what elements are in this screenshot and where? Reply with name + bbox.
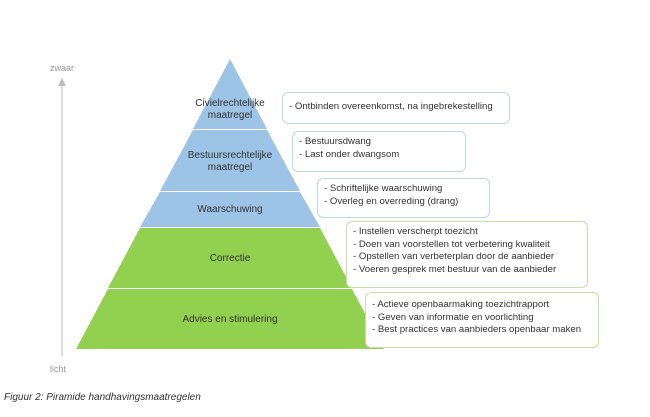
pyramid-level-civiel (193, 59, 267, 129)
pyramid-level-bestuurs (160, 130, 300, 191)
level-label: Civielrechtelijke (195, 98, 265, 109)
measure-item: - Bestuursdwang (299, 136, 371, 147)
axis-bottom-label: licht (50, 364, 67, 374)
measure-item: - Instellen verscherpt toezicht (353, 226, 478, 237)
pyramid-level-correctie (108, 228, 352, 288)
measures-box-civiel: - Ontbinden overeenkomst, na ingebrekest… (282, 92, 510, 124)
measure-item: - Ontbinden overeenkomst, na ingebrekest… (289, 101, 493, 112)
measure-item: - Doen van voorstellen tot verbetering k… (353, 238, 550, 250)
level-label: maatregel (208, 110, 252, 121)
measure-item: - Best practices van aanbieders openbaar… (372, 324, 582, 335)
measure-item: - Schriftelijke waarschuwing (324, 183, 443, 194)
measures-box-waarschuwing: - Schriftelijke waarschuwing - Overleg e… (317, 178, 490, 218)
level-label: Advies en stimulering (182, 314, 277, 325)
measures-box-bestuurs: - Bestuursdwang - Last onder dwangsom (292, 131, 466, 172)
pyramid-level-waarschuwing (140, 192, 320, 227)
level-label: maatregel (208, 162, 252, 173)
pyramid-level-advies (76, 289, 384, 349)
axis-arrowhead-icon (58, 78, 66, 86)
axis-top-label: zwaar (50, 63, 74, 73)
measure-item: - Actieve openbaarmaking toezichtrapport (372, 299, 550, 310)
measures-box-correctie: - Instellen verscherpt toezicht - Doen v… (346, 221, 588, 288)
measure-item: - Voeren gesprek met bestuur van de aanb… (353, 263, 557, 275)
level-label: Bestuursrechtelijke (188, 150, 273, 161)
level-label: Correctie (210, 253, 251, 264)
measure-item: - Geven van informatie en voorlichting (372, 311, 534, 323)
level-label: Waarschuwing (197, 204, 262, 215)
figure-caption: Figuur 2: Piramide handhavingsmaatregele… (4, 392, 201, 403)
measure-item: - Last onder dwangsom (299, 148, 400, 160)
measures-box-advies: - Actieve openbaarmaking toezichtrapport… (365, 292, 599, 348)
measure-item: - Overleg en overreding (drang) (324, 195, 459, 207)
measure-item: - Opstellen van verbeterplan door de aan… (353, 251, 555, 262)
